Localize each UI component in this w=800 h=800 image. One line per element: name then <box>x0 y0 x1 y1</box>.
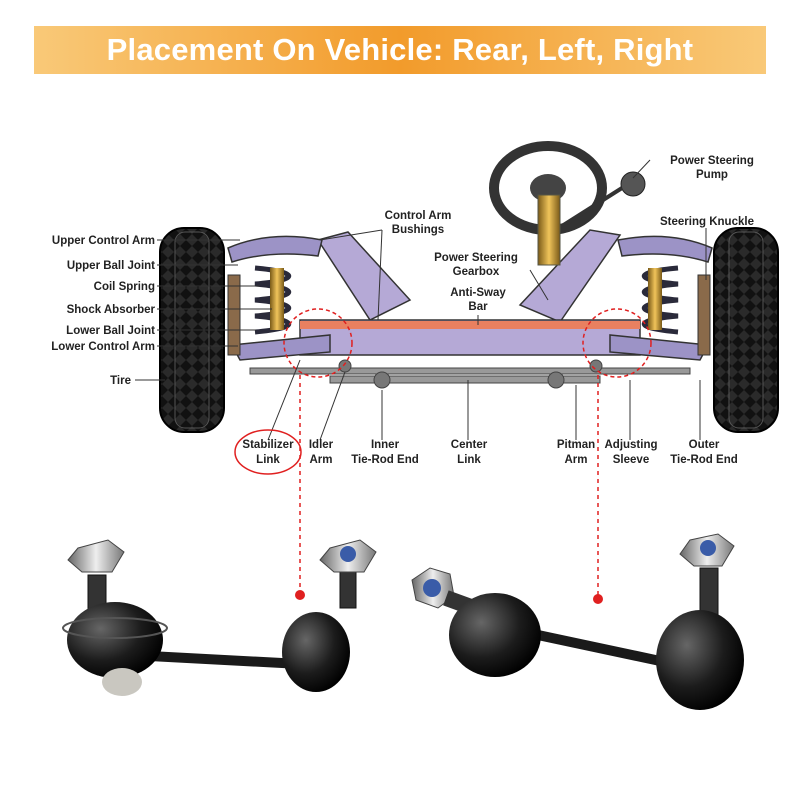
label-pitman-arm-1: Pitman <box>557 439 595 451</box>
label-stabilizer-link-2: Link <box>256 454 280 466</box>
label-outer-tie-rod-end-2: Tie-Rod End <box>670 454 738 466</box>
label-power-steering-pump-1: Power Steering <box>670 155 754 167</box>
label-anti-sway-bar-1: Anti-Sway <box>450 287 506 299</box>
label-tire: Tire <box>110 375 131 387</box>
left-link-highlight <box>283 308 353 378</box>
left-shock-absorber <box>270 268 284 330</box>
label-group: Upper Control Arm Upper Ball Joint Coil … <box>51 155 754 475</box>
label-anti-sway-bar-2: Bar <box>468 301 488 313</box>
right-tire <box>713 227 779 433</box>
right-steering-knuckle <box>697 274 711 356</box>
label-inner-tie-rod-end-1: Inner <box>371 439 400 451</box>
label-coil-spring: Coil Spring <box>94 281 155 293</box>
label-idler-arm-2: Arm <box>309 454 332 466</box>
label-idler-arm-1: Idler <box>309 439 334 451</box>
label-center-link-1: Center <box>451 439 488 451</box>
label-outer-tie-rod-end-1: Outer <box>689 439 720 451</box>
label-pitman-arm-2: Arm <box>564 454 587 466</box>
label-shock-absorber: Shock Absorber <box>67 304 156 316</box>
label-lower-control-arm: Lower Control Arm <box>51 341 155 353</box>
label-power-steering-gearbox-1: Power Steering <box>434 252 518 264</box>
power-steering-pump <box>560 171 646 228</box>
label-adjusting-sleeve-1: Adjusting <box>604 439 657 451</box>
label-inner-tie-rod-end-2: Tie-Rod End <box>351 454 419 466</box>
banner-title: Placement On Vehicle: Rear, Left, Right <box>106 32 694 67</box>
steering-linkage <box>249 359 691 389</box>
label-upper-ball-joint: Upper Ball Joint <box>67 260 155 272</box>
left-steering-knuckle <box>227 274 241 356</box>
label-center-link-2: Link <box>457 454 481 466</box>
lower-control-arms <box>230 334 710 361</box>
right-link-highlight <box>582 308 652 378</box>
label-control-arm-bushings-1: Control Arm <box>385 210 452 222</box>
left-stabilizer-link <box>62 539 377 696</box>
steering-column <box>537 194 561 266</box>
right-shock-absorber <box>648 268 662 330</box>
title-banner: Placement On Vehicle: Rear, Left, Right <box>34 26 766 74</box>
label-upper-control-arm: Upper Control Arm <box>52 235 155 247</box>
label-power-steering-gearbox-2: Gearbox <box>453 266 500 278</box>
right-stabilizer-link <box>411 533 744 710</box>
connector-lines <box>295 375 603 604</box>
label-adjusting-sleeve-2: Sleeve <box>613 454 649 466</box>
label-steering-knuckle: Steering Knuckle <box>660 216 754 228</box>
label-lower-ball-joint: Lower Ball Joint <box>66 325 155 337</box>
label-stabilizer-link-1: Stabilizer <box>242 439 294 451</box>
upper-control-arms <box>227 235 713 263</box>
label-power-steering-pump-2: Pump <box>696 169 728 181</box>
stabilizer-link-circle <box>234 429 302 475</box>
leader-lines <box>135 159 707 441</box>
label-control-arm-bushings-2: Bushings <box>392 224 444 236</box>
